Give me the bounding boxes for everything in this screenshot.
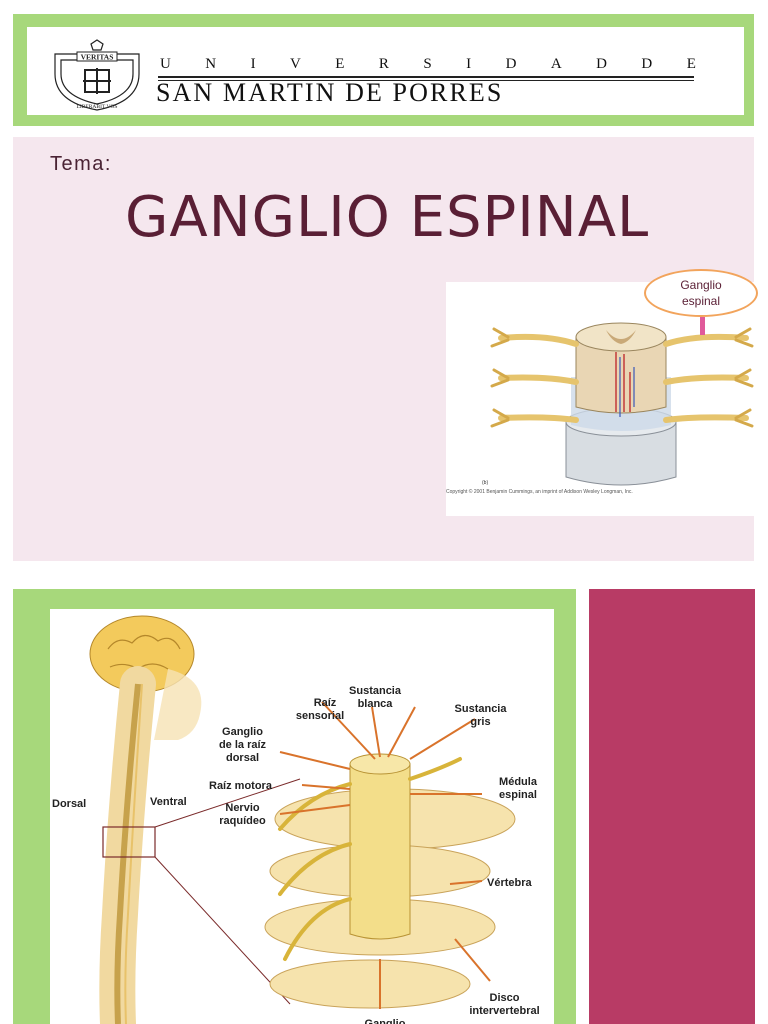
heading-letter: U: [160, 56, 171, 72]
label-disco: Disco: [489, 992, 520, 1004]
spinal-cord-illustration: (b): [446, 282, 768, 516]
label-raiz-sensorial: Raíz: [305, 697, 345, 709]
heading-letter: A: [550, 56, 562, 72]
label-sustancia-gris: Sustancia: [454, 703, 507, 715]
figure-panel-letter: (b): [482, 480, 488, 486]
label-medula-espinal: Médula: [499, 776, 537, 788]
label-disco-2: intervertebral: [469, 1005, 540, 1017]
logo-motto-bottom: LIBERABIT VOS: [77, 104, 118, 110]
slide-title: GANGLIO ESPINAL: [125, 185, 650, 250]
label-nervio-raquideo-2: raquídeo: [219, 815, 266, 827]
heading-rule: [158, 80, 694, 81]
figure-copyright: Copyright © 2001 Benjamin Cummings, an i…: [446, 489, 633, 495]
heading-letter: E: [335, 56, 345, 72]
label-sustancia-gris-2: gris: [470, 716, 491, 728]
topic-label: Tema:: [50, 153, 112, 175]
label-ganglio-raiz: Ganglio: [222, 726, 263, 738]
label-ganglio-raiz-3: dorsal: [225, 752, 259, 764]
heading-letter: S: [423, 56, 432, 72]
label-ganglio-raiz-2: de la raíz: [218, 739, 267, 751]
heading-letter: N: [205, 56, 217, 72]
label-raiz-sensorial-2: sensorial: [295, 710, 345, 722]
ganglion-callout: Ganglio espinal: [644, 269, 758, 317]
callout-text: Ganglio: [680, 278, 722, 292]
spinal-anatomy-illustration: [89, 615, 516, 1024]
label-raiz-motora: Raíz motora: [209, 780, 272, 792]
heading-letter: D: [641, 56, 653, 72]
heading-letter: R: [378, 56, 389, 72]
callout-text: espinal: [681, 294, 721, 308]
label-nervio-raquideo: Nervio: [225, 802, 260, 814]
heading-rule: [158, 76, 694, 78]
heading-letter: D: [596, 56, 607, 72]
callout-pointer: [700, 317, 705, 335]
heading-letter: E: [686, 56, 696, 72]
heading-letter: I: [250, 56, 256, 72]
label-medula-espinal-2: espinal: [499, 789, 537, 801]
label-sustancia-blanca: Sustancia: [349, 685, 401, 697]
heading-letter: V: [290, 56, 301, 72]
logo-motto-top: VERITAS: [81, 53, 114, 62]
label-ventral: Ventral: [150, 796, 187, 808]
heading-letter: I: [466, 56, 472, 72]
heading-letter: D: [505, 56, 517, 72]
label-sustancia-blanca-2: blanca: [357, 698, 393, 710]
label-line: Raíz: [313, 697, 337, 709]
university-seal-icon: VERITAS LIBERABIT VOS: [54, 39, 140, 111]
university-name: SAN MARTIN DE PORRES: [156, 78, 504, 107]
header-panel: [27, 27, 744, 115]
university-spaced-heading: U N I V E R S I D A D D E: [160, 56, 696, 76]
accent-block: [589, 589, 755, 1024]
label-dorsal: Dorsal: [52, 798, 87, 810]
label-ganglio-bottom: Ganglio: [364, 1018, 406, 1024]
label-vertebra: Vértebra: [487, 877, 532, 889]
